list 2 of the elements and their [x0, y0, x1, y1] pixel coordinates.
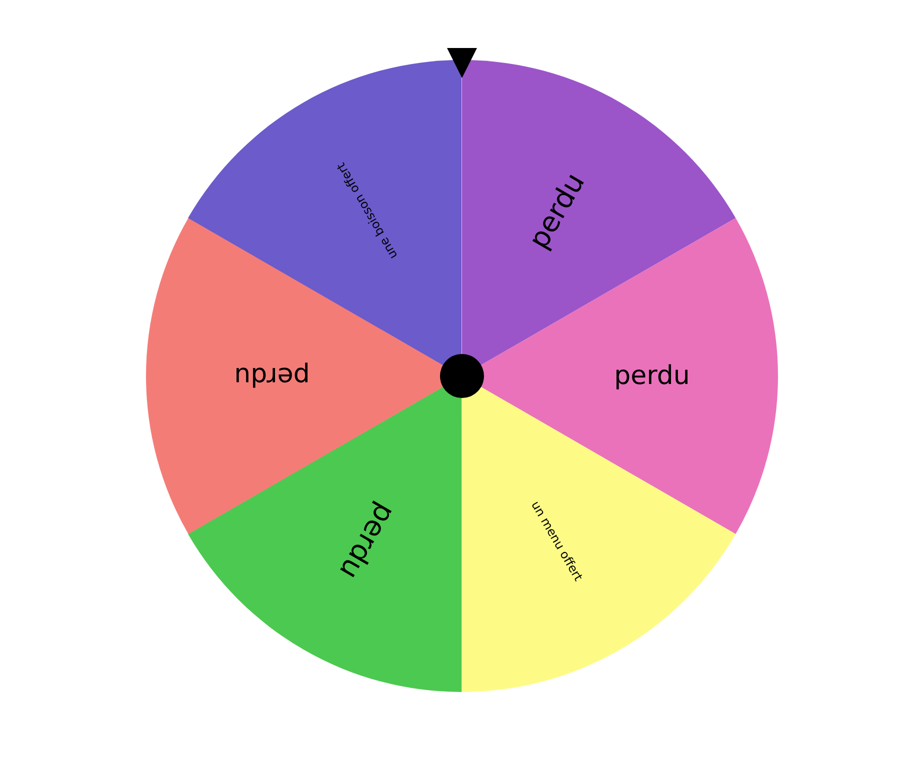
segment-label: perdu: [234, 363, 310, 389]
segment-label: perdu: [614, 363, 690, 389]
